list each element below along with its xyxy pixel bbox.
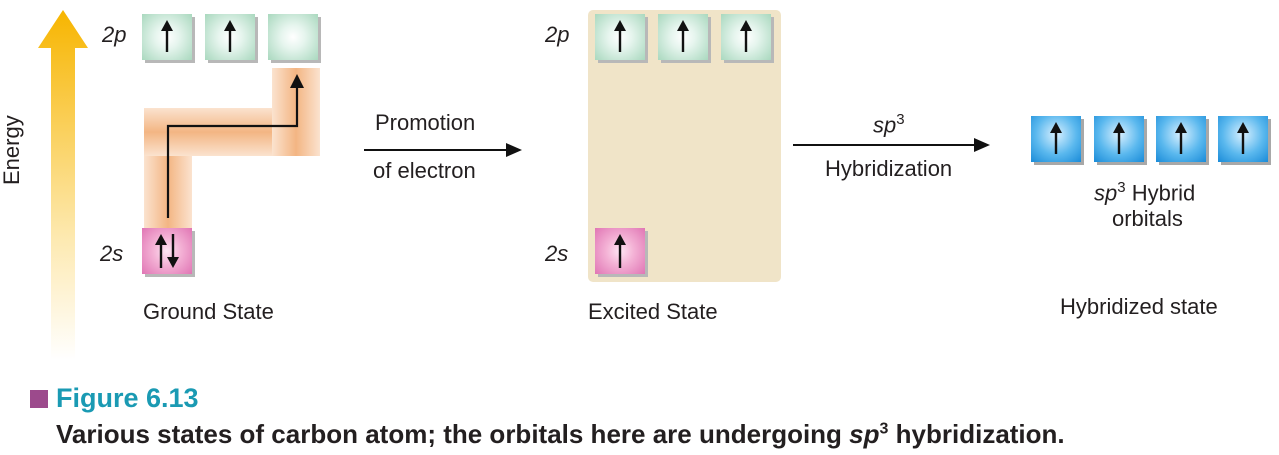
promotion-arrow-icon: [364, 143, 522, 157]
figure-marker-icon: [30, 390, 48, 408]
electron-up-icon: [1050, 122, 1062, 154]
hybrid-word: Hybrid: [1125, 180, 1196, 206]
electron-up-icon: [161, 20, 173, 52]
electron-up-icon: [614, 20, 626, 52]
ground-2p-orbital-1: [142, 14, 192, 60]
energy-arrow: [38, 10, 88, 360]
ground-2p-orbital-3-empty: [268, 14, 318, 60]
hybridization-arrow-icon: [793, 138, 990, 152]
hybridization-label-line1: sp3: [873, 112, 905, 136]
electron-up-icon: [224, 20, 236, 52]
excited-2p-label: 2p: [545, 22, 570, 47]
ground-2s-label: 2s: [100, 241, 124, 266]
electron-up-icon: [1113, 122, 1125, 154]
caption-text-after: hybridization.: [888, 419, 1065, 449]
electron-up-icon: [740, 20, 752, 52]
excited-2p-orbital-1: [595, 14, 645, 60]
figure-title: Figure 6.13: [56, 383, 199, 413]
electron-up-icon: [1237, 122, 1249, 154]
electron-pair-icon: [155, 234, 179, 268]
excited-2p-orbital-3: [721, 14, 771, 60]
ground-state-caption: Ground State: [143, 299, 274, 324]
hybrid-orbital-4: [1218, 116, 1268, 162]
promotion-label-line1: Promotion: [375, 110, 476, 135]
ground-2p-label: 2p: [102, 22, 127, 47]
sp-text: sp: [1094, 180, 1118, 206]
hybrid-orbital-3: [1156, 116, 1206, 162]
hybrid-orbital-1: [1031, 116, 1081, 162]
hybrid-orbitals-label-line2: orbitals: [1112, 206, 1183, 231]
figure-caption: Various states of carbon atom; the orbit…: [56, 420, 1065, 449]
sp-text: sp: [873, 112, 897, 138]
hybrid-orbital-2: [1094, 116, 1144, 162]
excited-2p-orbital-2: [658, 14, 708, 60]
sp-superscript: 3: [896, 111, 905, 128]
caption-text-before: Various states of carbon atom; the orbit…: [56, 419, 850, 449]
ground-2s-orbital: [142, 228, 192, 274]
electron-up-icon: [1175, 122, 1187, 154]
hybrid-orbitals-label-line1: sp3 Hybrid: [1094, 180, 1195, 204]
electron-up-icon: [677, 20, 689, 52]
hybridized-state-caption: Hybridized state: [1060, 294, 1218, 319]
excited-2s-orbital: [595, 228, 645, 274]
ground-2p-orbital-2: [205, 14, 255, 60]
excited-2s-label: 2s: [545, 241, 569, 266]
excited-state-caption: Excited State: [588, 299, 718, 324]
sp-superscript: 3: [1117, 179, 1126, 196]
energy-axis-label: Energy: [0, 115, 24, 185]
hybridization-label-line2: Hybridization: [825, 156, 953, 181]
promotion-label-line2: of electron: [373, 158, 476, 183]
promotion-path: [144, 68, 320, 238]
caption-sup: 3: [879, 420, 889, 438]
electron-up-icon: [614, 234, 626, 268]
caption-sp: sp: [849, 419, 880, 449]
